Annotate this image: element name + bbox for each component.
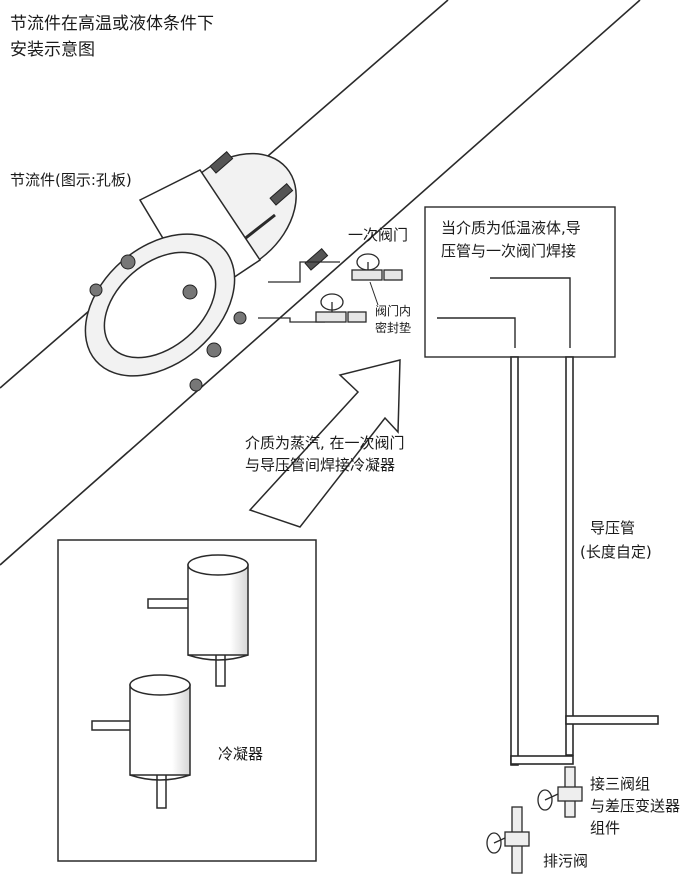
- primary-valve-label: 一次阀门: [348, 226, 409, 244]
- valve-seal-label-line2: 密封垫: [375, 321, 412, 335]
- orifice-label: 节流件(图示:孔板): [10, 171, 132, 189]
- steam-note-line2: 与导压管间焊接冷凝器: [245, 456, 396, 474]
- three-valve-label-line1: 接三阀组: [590, 775, 651, 793]
- bolt-icon: [89, 254, 247, 392]
- low-temp-note-line2: 压管与一次阀门焊接: [441, 242, 577, 260]
- diagram-title-line2: 安装示意图: [10, 40, 95, 60]
- valve-handwheel-icon: [351, 253, 403, 281]
- arrow-icon: [248, 359, 401, 528]
- valve-handwheel-icon: [486, 832, 506, 854]
- valve-handwheel-icon: [315, 293, 367, 323]
- condenser-2: [91, 674, 191, 809]
- bolt-icon: [209, 151, 329, 271]
- valve-seal-label-line1: 阀门内: [375, 304, 412, 318]
- three-valve-label-line3: 组件: [590, 819, 621, 837]
- low-temp-pipes: [437, 277, 571, 348]
- lower-valves: [486, 766, 583, 874]
- impulse-pipe-label-line1: 导压管: [590, 519, 636, 537]
- condenser-label: 冷凝器: [218, 745, 264, 763]
- three-valve-label-line2: 与差压变送器: [590, 797, 681, 815]
- steam-note-line1: 介质为蒸汽, 在一次阀门: [245, 434, 405, 452]
- condenser-1: [147, 554, 249, 687]
- condenser-box: [57, 539, 317, 862]
- impulse-pipes: [510, 356, 659, 766]
- low-temp-note-box: [424, 206, 616, 358]
- valve-handwheel-icon: [537, 789, 559, 811]
- primary-valves: [258, 253, 403, 323]
- diagram-title-line1: 节流件在高温或液体条件下: [10, 14, 214, 34]
- drain-valve-label: 排污阀: [543, 852, 589, 870]
- orifice-flange-assembly: [84, 151, 329, 392]
- low-temp-note-line1: 当介质为低温液体,导: [441, 219, 581, 237]
- impulse-pipe-label-line2: (长度自定): [580, 543, 652, 561]
